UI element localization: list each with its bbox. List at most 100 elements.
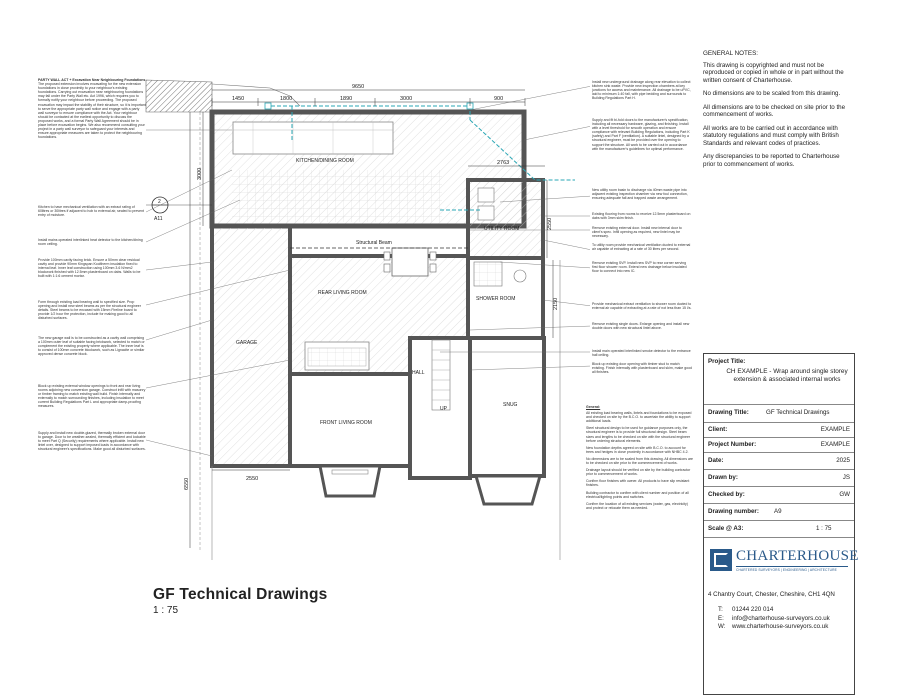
general-notes-p5: Any discrepancies to be reported to Char… [703,153,840,168]
general-block-p8: Confirm the location of all existing ser… [586,501,688,510]
general-notes-p2: No dimensions are to be scaled from this… [703,90,841,97]
web-value[interactable]: www.charterhouse-surveyors.co.uk [732,623,829,630]
company-logo: CHARTERHOUSE CHARTERED SURVEYORS | ENGIN… [710,547,858,581]
tel-label: T: [718,606,723,613]
snug [468,336,546,506]
note-bifold: Supply and fit bi-fold doors to the manu… [592,118,690,151]
label-up: UP [440,406,448,412]
general-block-p4: No dimensions are to be scaled from this… [586,456,693,466]
general-block-p1: All existing load bearing walls, lintels… [586,411,692,424]
boundary-lines [199,112,561,560]
dimension-lines [189,89,554,548]
tb-client-label: Client: [708,426,728,433]
floor-plan: KITCHEN/DINING ROOM UTILITY ROOM REAR LI… [145,79,590,560]
general-block-heading: General: [586,405,601,409]
garage [210,224,292,468]
tb-checked-by-label: Checked by: [708,491,745,498]
dim-d4: 3000 [400,96,412,102]
logo-tagline: CHARTERED SURVEYORS | ENGINEERING | ARCH… [736,566,848,572]
front-living-room [288,372,412,498]
tb-project-value: CH EXAMPLE - Wrap around single storey e… [726,368,848,383]
garden-boundary [211,83,301,107]
note-block-door: Block up existing door opening with timb… [592,362,692,375]
tb-scale-row: Scale @ A3: 1 : 75 [704,520,854,538]
tb-project-label: Project Title: [708,358,746,365]
general-notes-p4: All works are to be carried out in accor… [703,124,839,147]
email-value[interactable]: info@charterhouse-surveyors.co.uk [732,614,830,622]
logo-icon [710,549,732,571]
note-utility-basin: New utility room basin to discharge via … [592,188,688,201]
web-label: W: [718,623,726,630]
tb-project-number-label: Project Number: [708,441,757,448]
note-remove-door: Remove existing external door. Install n… [592,226,682,239]
tb-date-value: 2025 [836,457,850,464]
label-utility: UTILITY ROOM [484,226,519,232]
note-kitchen-ventilation: Kitchen to have mechanical ventilation w… [38,205,145,218]
general-block-p3: New foundation depths agreed on site wit… [586,445,689,454]
tb-drawn-by-value: JS [842,474,850,481]
tel-value: 01244 220 014 [732,606,774,613]
dim-right-vertical: 2550 [547,218,553,230]
tb-drawn-by-row: Drawn by: JS [704,469,854,487]
tb-drawing-title-label: Drawing Title: [708,409,749,416]
dim-d2: 1800 [280,96,292,102]
label-snug: SNUG [503,402,518,408]
dim-shower-vertical: 2150 [553,298,559,310]
tb-date-row: Date: 2025 [704,452,854,470]
note-smoke-detector: Install main operated interlinked smoke … [592,349,691,358]
tb-drawing-number-value: A9 [774,508,782,515]
company-address: 4 Chantry Court, Chester, Cheshire, CH1 … [708,591,835,598]
general-notes-heading: GENERAL NOTES: [703,50,759,57]
dim-bottom: 2550 [246,476,258,482]
general-notes: GENERAL NOTES: This drawing is copyright… [703,50,853,174]
label-section-ref: A11 [154,216,163,222]
note-utility-vent: To utility room provide mechanical venti… [592,243,691,252]
title-block: Project Title: CH EXAMPLE - Wrap around … [703,353,858,695]
label-garage: GARAGE [236,340,258,346]
general-block-p2: Steel structural design to be used for g… [586,426,691,443]
utility-room [466,178,545,260]
tb-client-value: EXAMPLE [820,426,850,433]
tb-client-row: Client: EXAMPLE [704,422,854,438]
note-block-windows: Block up existing external window openin… [38,384,146,409]
note-party-wall: PARTY WALL ACT + Excavation Near Neighbo… [38,78,146,201]
kitchen-worktop-lines [233,122,393,154]
section-marker [146,196,212,214]
dim-d5: 900 [494,96,503,102]
company-contact: T: 01244 220 014 E: info@charterhouse-surv… [718,606,830,632]
note-form-opening: Form through existing load bearing wall … [38,300,141,321]
label-front-living: FRONT LIVING ROOM [320,420,372,426]
tb-date-label: Date: [708,457,724,464]
neighbour-hatch [145,79,213,113]
note-shower-vent: Provide mechanical extract ventilation t… [592,302,692,311]
email-label: E: [718,614,724,622]
tb-project-row: Project Title: CH EXAMPLE - Wrap around … [704,354,854,405]
general-block-p6: Confirm floor finishes with owner. All p… [586,479,690,488]
tb-drawing-title-value: GF Technical Drawings [766,409,830,416]
note-garage-door: Supply and install new double-glazed, th… [38,431,146,452]
note-plasterboard: Existing flooring from rooms to receive … [592,212,691,221]
note-party-wall-heading: PARTY WALL ACT + Excavation Near Neighbo… [38,78,146,82]
label-section-num: 2 [158,199,161,205]
tb-drawn-by-label: Drawn by: [708,474,738,481]
hall [408,336,472,480]
leader-lines [145,86,590,457]
dining-table [383,247,437,277]
label-hall: HALL [412,370,425,376]
note-garage-wall: The new garage wall is to be constructed… [38,336,145,357]
general-notes-p1: This drawing is copyrighted and must not… [703,61,844,84]
label-shower: SHOWER ROOM [476,296,515,302]
logo-name: CHARTERHOUSE [736,548,859,564]
drawing-title: GF Technical Drawings [153,586,328,603]
drawing-scale: 1 : 75 [153,605,179,616]
dim-left-vertical: 3000 [197,168,203,180]
dim-d3: 1890 [340,96,352,102]
note-party-wall-body: The proposed extension involves excavati… [38,82,146,140]
note-drainage: Install new underground drainage along r… [592,80,691,101]
dim-overall: 9650 [352,84,364,90]
note-heat-detector: Install mains operated interlinked heat … [38,238,143,247]
tb-drawing-number-label: Drawing number: [708,508,759,515]
label-kitchen: KITCHEN/DINING ROOM [296,158,354,164]
label-structural-beam: Structural Beam [356,240,392,246]
